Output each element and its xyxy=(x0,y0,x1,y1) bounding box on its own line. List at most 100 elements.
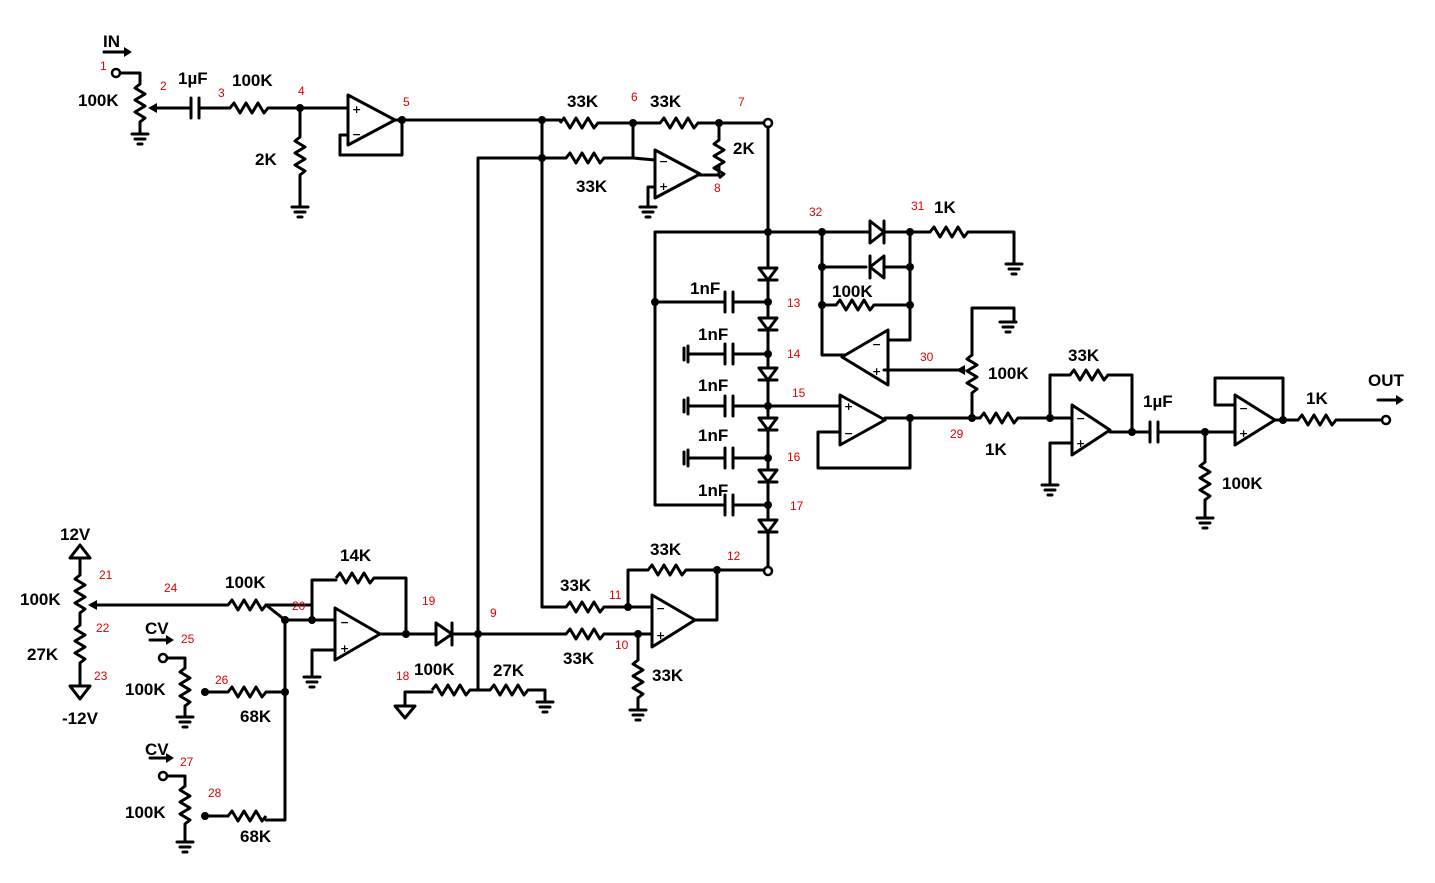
diode-18 xyxy=(757,518,779,534)
svg-text:+: + xyxy=(656,629,665,642)
diode-17 xyxy=(757,468,779,484)
op-amp-15 xyxy=(838,393,887,447)
net-label: 21 xyxy=(99,568,113,582)
svg-text:−: − xyxy=(656,602,665,615)
input-gnd-resistor xyxy=(293,135,307,177)
resistor-11 xyxy=(564,600,606,614)
svg-text:−: − xyxy=(1076,412,1085,425)
net-label: 13 xyxy=(787,296,801,310)
diode-15 xyxy=(757,366,779,382)
ground-icon xyxy=(175,840,195,854)
net-label: 28 xyxy=(208,786,222,800)
label-c-16: 1nF xyxy=(698,426,728,445)
label-pot-in: 100K xyxy=(78,91,119,110)
svg-text:−: − xyxy=(1239,402,1248,415)
net-label: 24 xyxy=(164,581,178,595)
svg-text:+: + xyxy=(659,180,668,193)
input-stage: + − xyxy=(102,47,544,219)
cv2-arrow-icon xyxy=(148,753,174,763)
op-amp-out-1 xyxy=(1070,403,1112,457)
input-pot xyxy=(133,82,147,124)
op-amp-diff xyxy=(650,593,697,649)
ground-icon xyxy=(1195,516,1215,530)
net-label: 5 xyxy=(403,95,410,109)
net-label: 15 xyxy=(792,386,806,400)
label-r-11: 33K xyxy=(560,576,592,595)
net-number-labels: 1 2 3 4 5 6 7 8 9 10 11 12 13 14 15 16 1… xyxy=(94,59,964,800)
label-r-21: 100K xyxy=(20,590,61,609)
svg-text:−: − xyxy=(340,616,349,629)
resistor-24 xyxy=(226,598,268,612)
resistor-fb-100k xyxy=(834,298,876,312)
net-label: 16 xyxy=(787,450,801,464)
net-label: 2 xyxy=(160,79,167,93)
resistor-12-fb xyxy=(646,563,688,577)
net-label: 11 xyxy=(609,588,622,602)
ground-icon xyxy=(1040,483,1060,497)
resistor-29 xyxy=(978,411,1020,425)
label-in: IN xyxy=(103,32,120,51)
net-label: 6 xyxy=(631,90,638,104)
label-r-29: 1K xyxy=(985,440,1007,459)
cv1-arrow-icon xyxy=(148,635,174,645)
net-label: 1 xyxy=(100,59,107,73)
net-label: 29 xyxy=(950,427,964,441)
resistor-6-fb xyxy=(564,151,606,165)
resistor-9-10 xyxy=(564,627,606,641)
ground-icon xyxy=(302,675,322,689)
label-r-6-fb: 33K xyxy=(576,177,608,196)
op-amp-inverter xyxy=(653,148,702,200)
op-amp-out-buffer xyxy=(1233,393,1277,447)
ground-icon xyxy=(535,700,555,714)
out-arrow-icon xyxy=(1376,395,1404,405)
net-label: 4 xyxy=(298,84,305,98)
label-cv1: CV xyxy=(145,619,169,638)
net-label: 20 xyxy=(292,599,306,613)
label-r-5-6: 33K xyxy=(567,92,599,111)
svg-text:−: − xyxy=(659,155,668,168)
svg-text:+: + xyxy=(340,642,349,655)
label-c-15: 1nF xyxy=(698,376,728,395)
ground-icon xyxy=(130,132,150,146)
output-jack[interactable] xyxy=(1380,414,1392,426)
negative-supply-icon xyxy=(68,684,92,701)
svg-text:+: + xyxy=(352,103,361,116)
ground-icon xyxy=(998,320,1018,334)
output-resistor xyxy=(1296,413,1338,427)
op-amp-peak xyxy=(840,328,890,387)
svg-text:−: − xyxy=(352,128,361,141)
label-out: OUT xyxy=(1368,371,1405,390)
resistor-23 xyxy=(73,623,87,665)
net-label: 27 xyxy=(180,755,194,769)
svg-text:+: + xyxy=(872,365,881,378)
cv-section: − + − + xyxy=(68,543,766,854)
ground-icon xyxy=(638,205,658,219)
pot-wiper-arrow-icon xyxy=(148,103,157,113)
net-label: 8 xyxy=(714,181,721,195)
cv2-pot xyxy=(178,784,192,826)
op-amp-buffer-1 xyxy=(346,93,397,147)
net-label: 14 xyxy=(787,347,801,361)
diode-13 xyxy=(757,266,779,282)
label-r-fb-100k: 100K xyxy=(832,282,873,301)
label-r-out: 1K xyxy=(1306,389,1328,408)
op-amp-cv-sum xyxy=(333,606,382,662)
label-r-26: 68K xyxy=(240,707,272,726)
cv1-pot xyxy=(178,666,192,708)
resistor-9-gnd xyxy=(488,683,530,697)
svg-text:−: − xyxy=(872,338,881,351)
in-arrow-icon xyxy=(102,47,132,57)
resistor-fb-33k xyxy=(1068,368,1110,382)
label-v-neg: -12V xyxy=(62,709,99,728)
net-label: 10 xyxy=(615,638,629,652)
net-label: 25 xyxy=(181,632,195,646)
label-r-7-gnd: 2K xyxy=(733,139,755,158)
net-label: 19 xyxy=(422,594,436,608)
svg-text:+: + xyxy=(844,400,853,413)
pot-21 xyxy=(73,573,87,615)
label-r-18: 100K xyxy=(414,660,455,679)
net-label: 31 xyxy=(911,199,925,213)
label-pot-30: 100K xyxy=(988,364,1029,383)
net-label: 22 xyxy=(96,621,110,635)
diode-16 xyxy=(757,416,779,432)
